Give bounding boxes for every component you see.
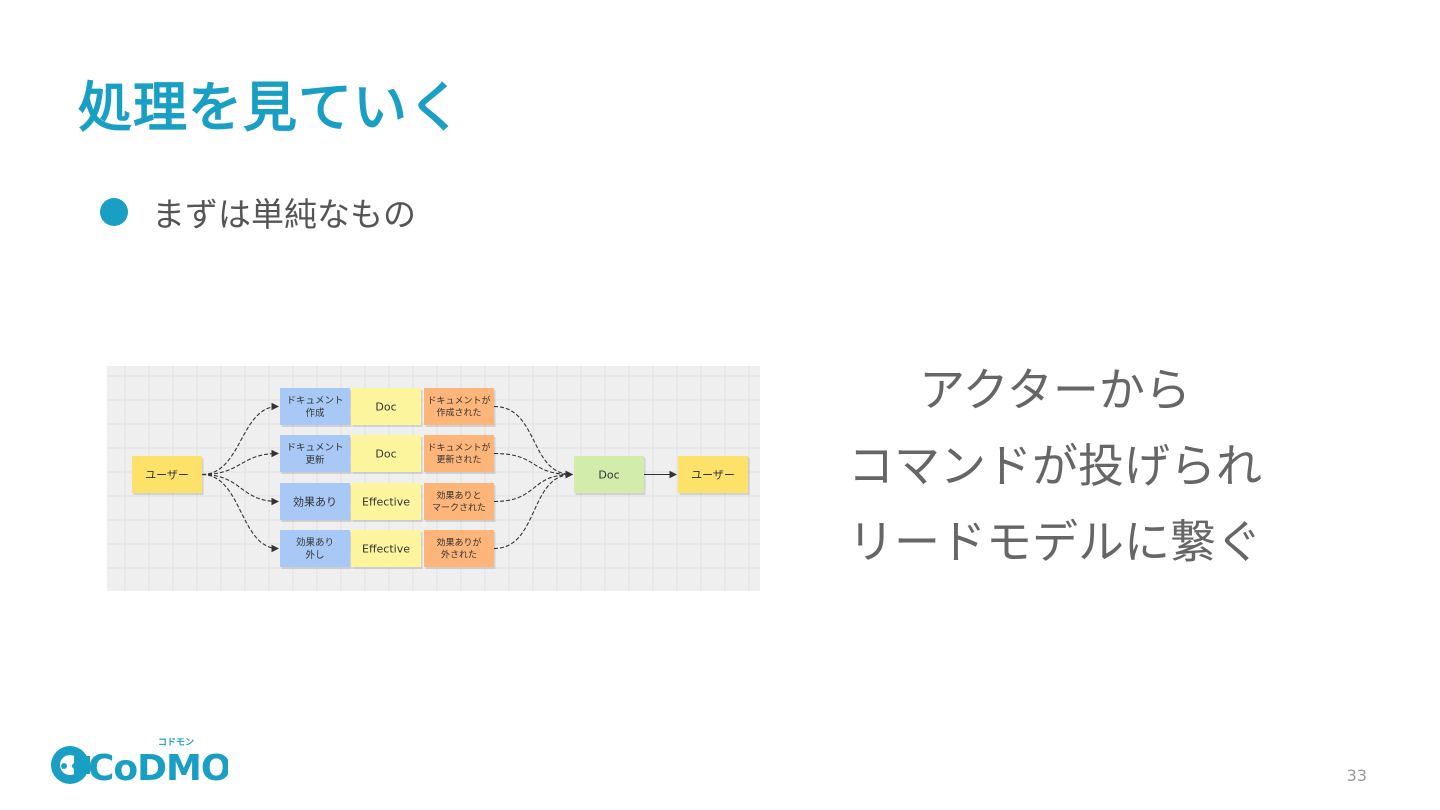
command-note-label: 更新 (305, 454, 325, 466)
command-note-label: 作成 (305, 407, 325, 419)
aggregate-note-body (351, 530, 421, 567)
command-note-label: ドキュメント (286, 443, 343, 454)
arrow-event-to-readmodel (493, 405, 574, 479)
command-note-body (280, 435, 350, 472)
actor-note-right: ユーザー (678, 456, 750, 495)
command-note-body (280, 530, 350, 567)
aggregate-note-label: Effective (362, 542, 410, 555)
read-model-note-body (574, 456, 644, 493)
aggregate-note: Doc (351, 435, 423, 474)
actor-note-left-body (132, 456, 202, 493)
command-note-label: 効果あり (296, 537, 334, 549)
arrow-event-to-readmodel (493, 470, 574, 550)
event-note-label: 効果ありが (436, 537, 481, 549)
read-model-note: Doc (574, 456, 646, 495)
logo-wordmark: CoDMON (88, 748, 228, 788)
command-note-body (280, 388, 350, 425)
aggregate-note-label: Effective (362, 495, 410, 508)
event-note-label: 作成された (436, 407, 481, 419)
slide-title: 処理を見ていく (78, 76, 463, 139)
event-note-body (424, 388, 494, 425)
aggregate-note-body (351, 388, 421, 425)
command-note: 効果あり (280, 483, 352, 522)
event-note-body (424, 435, 494, 472)
explanation-line-2: コマンドが投げられ (848, 439, 1262, 493)
command-note-label: 外し (305, 549, 324, 561)
arrow-event-to-readmodel (493, 470, 574, 503)
event-note-label: 効果ありと (436, 490, 481, 502)
diagram-arrows (201, 402, 678, 553)
event-note-label: ドキュメントが (427, 442, 490, 454)
bullet-item: まずは単純なもの (100, 188, 416, 236)
aggregate-note: Doc (351, 388, 423, 427)
event-note-body (424, 530, 494, 567)
explanation-line-1: アクターから (919, 363, 1191, 417)
codmon-logo: コドモン CoDMON (51, 737, 228, 788)
arrow-event-to-readmodel (493, 452, 574, 479)
event-note-body (424, 483, 494, 520)
explanation-line-3: リードモデルに繋ぐ (848, 515, 1262, 569)
actor-note-right-label: ユーザー (691, 468, 735, 481)
read-model-note-label: Doc (598, 468, 619, 481)
aggregate-note-label: Doc (375, 447, 396, 460)
event-note-label: 外された (441, 549, 477, 561)
logo-face-icon (51, 746, 90, 784)
explanation-text: アクターから コマンドが投げられ リードモデルに繋ぐ (820, 352, 1290, 580)
aggregate-note: Effective (351, 483, 423, 522)
command-note-body (280, 483, 350, 520)
event-note-label: 更新された (436, 454, 481, 466)
aggregate-note-body (351, 435, 421, 472)
page-number: 33 (1346, 766, 1367, 785)
aggregate-note-body (351, 483, 421, 520)
aggregate-note: Effective (351, 530, 423, 569)
logo-ruby: コドモン (158, 737, 194, 748)
aggregate-note-label: Doc (375, 400, 396, 413)
actor-note-left-label: ユーザー (145, 468, 189, 481)
actor-note-left: ユーザー (132, 456, 204, 495)
actor-note-right-body (678, 456, 748, 493)
command-note-label: 効果あり (293, 494, 337, 508)
event-note-label: マークされた (432, 503, 486, 514)
arrow-actor-to-command (201, 402, 280, 476)
event-note-label: ドキュメントが (427, 395, 490, 407)
command-note-label: ドキュメント (286, 396, 343, 407)
bullet-text: まずは単純なもの (152, 195, 416, 234)
bullet-dot-icon (100, 198, 128, 226)
arrow-actor-to-command (201, 449, 280, 476)
arrow-actor-to-command (201, 473, 280, 553)
